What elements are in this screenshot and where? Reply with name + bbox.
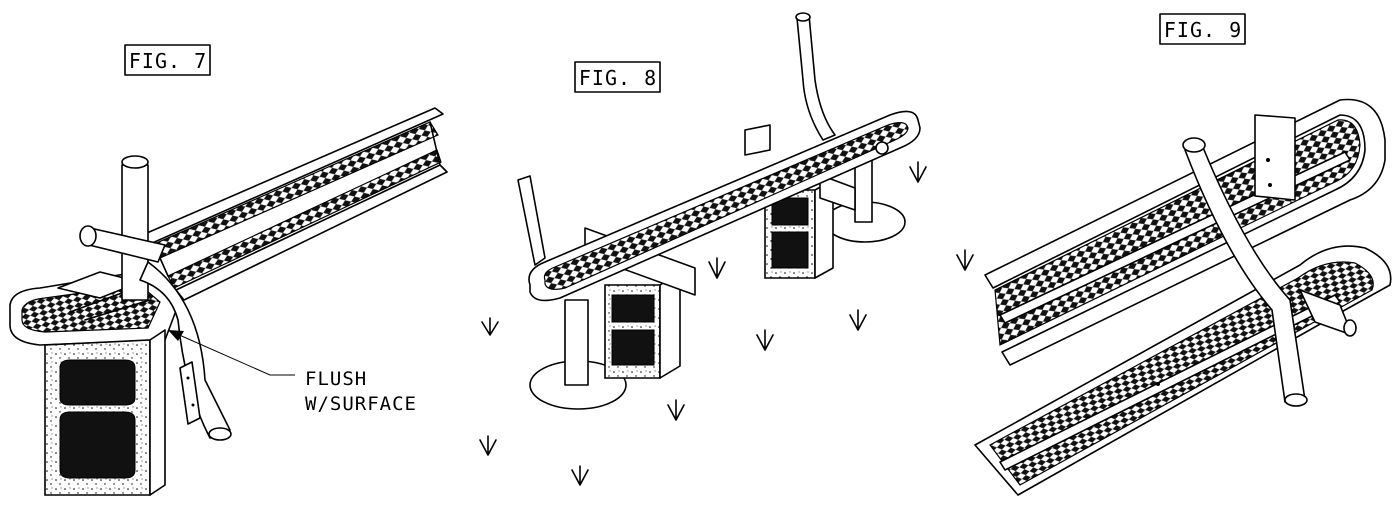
fig8-concrete-block-2 bbox=[764, 179, 834, 279]
fig8-wood-block-2 bbox=[744, 124, 771, 156]
fig7-concrete-block bbox=[44, 329, 166, 496]
figure-9: FIG. 9 bbox=[974, 13, 1392, 496]
fig7-label-box bbox=[124, 44, 211, 76]
fig8-concrete-block-1 bbox=[604, 272, 681, 379]
figure-7: FIG. 7 bbox=[9, 44, 448, 496]
fig9-label: FIG. 9 bbox=[1164, 18, 1242, 42]
fig8-bench-seat bbox=[528, 110, 921, 302]
fig8-leg-front bbox=[564, 299, 589, 386]
fig8-label-box bbox=[574, 61, 661, 93]
fig7-support-post bbox=[79, 155, 232, 441]
fig9-label-box bbox=[1159, 13, 1246, 45]
fig7-leader-line bbox=[167, 329, 295, 376]
fig8-arm-right bbox=[796, 14, 836, 141]
figure-8: FIG. 8 bbox=[479, 12, 974, 486]
annotation-line-2: W/SURFACE bbox=[305, 393, 417, 415]
fig8-grass-tufts bbox=[479, 161, 974, 486]
fig7-leader-arrow bbox=[168, 330, 184, 341]
fig8-bolt bbox=[875, 141, 889, 155]
fig8-arm-right-cap bbox=[795, 12, 811, 22]
fig7-bench-seat bbox=[9, 107, 448, 346]
fig8-wood-block-3 bbox=[819, 174, 856, 211]
fig7-label: FIG. 7 bbox=[129, 49, 207, 73]
fig9-support-post bbox=[1182, 114, 1357, 407]
annotation-line-1: FLUSH bbox=[305, 368, 367, 390]
fig8-label: FIG. 8 bbox=[579, 66, 657, 90]
fig8-arm-left bbox=[517, 175, 546, 266]
